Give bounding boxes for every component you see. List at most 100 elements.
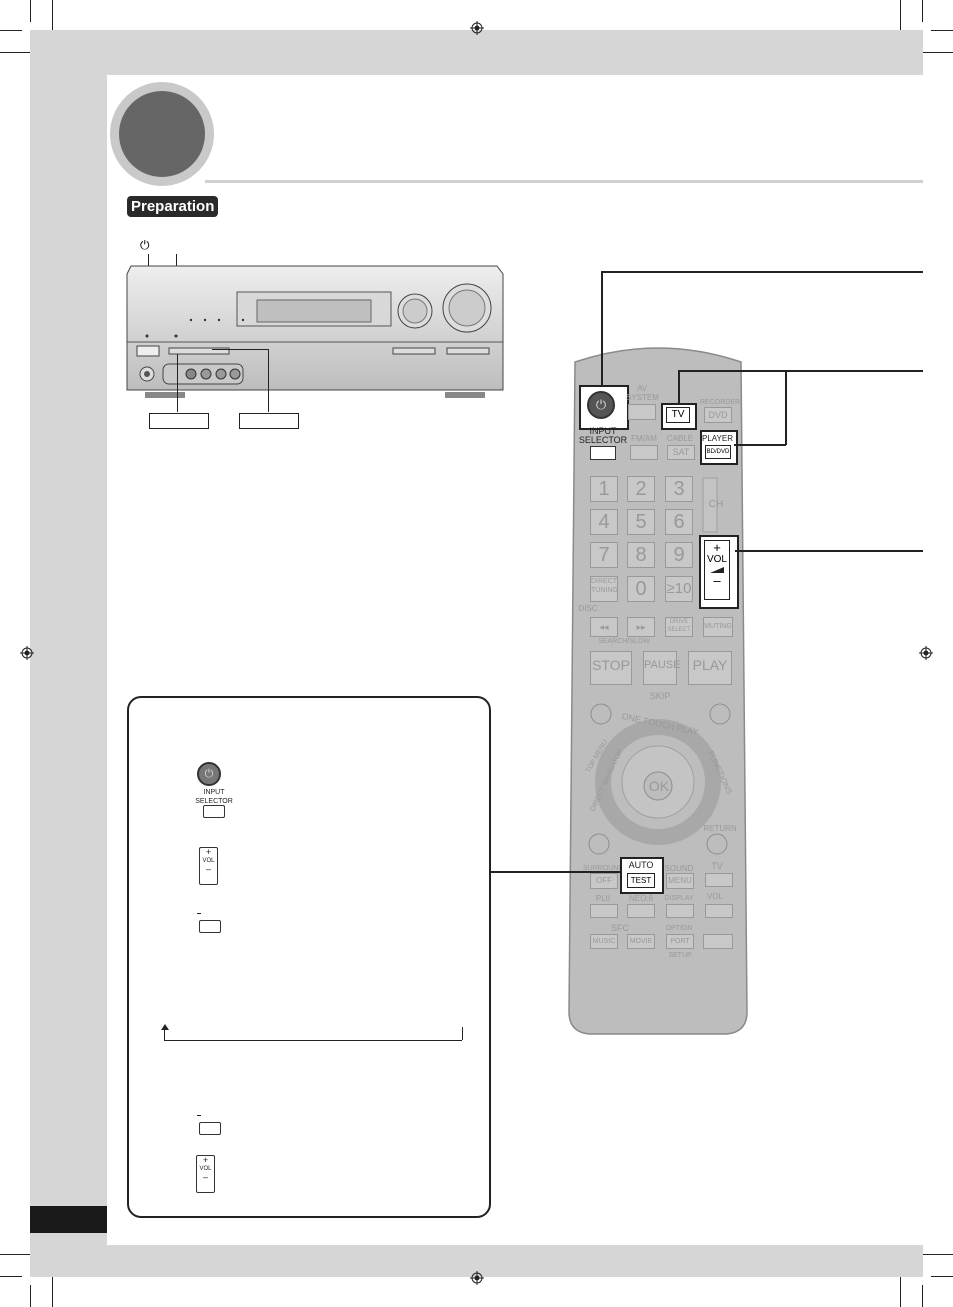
vol-button[interactable]: + VOL –	[704, 540, 730, 600]
off-button[interactable]: OFF	[590, 873, 618, 889]
callout-box-left	[149, 413, 209, 429]
tv-button[interactable]: TV	[666, 407, 690, 423]
play-button[interactable]: PLAY	[688, 651, 732, 685]
rewind-button[interactable]: ◂◂	[590, 617, 618, 637]
number-2-button[interactable]: 2	[627, 476, 655, 502]
input-selector-button[interactable]	[590, 446, 616, 460]
procedure-input-selector-label: INPUT SELECTOR	[195, 789, 233, 805]
number-5-button[interactable]: 5	[627, 509, 655, 535]
receiver-body-icon	[126, 265, 504, 398]
plii-label: PLII	[595, 894, 611, 903]
menu-button[interactable]: MENU	[666, 873, 694, 889]
tv-vol-down-button[interactable]	[705, 904, 733, 918]
number-8-button[interactable]: 8	[627, 542, 655, 568]
plii-button[interactable]	[590, 904, 618, 918]
av-system-button[interactable]	[628, 404, 656, 420]
vol-ramp-icon	[710, 567, 724, 573]
callout-box-right	[239, 413, 299, 429]
number-10-button[interactable]: ≥10	[665, 576, 693, 602]
number-3-button[interactable]: 3	[665, 476, 693, 502]
tv-vol-label: TV	[711, 861, 723, 871]
procedure-dash-1	[197, 913, 201, 914]
search-slow-label: SEARCH/SLOW	[598, 638, 650, 645]
fast-forward-button[interactable]: ▸▸	[627, 617, 655, 637]
loop-arrow-icon	[161, 1024, 169, 1030]
procedure-vol-minus: –	[205, 864, 211, 874]
procedure-vol-icon-2: + VOL –	[196, 1155, 215, 1193]
neo6-button[interactable]	[627, 904, 655, 918]
procedure-input-selector-button	[203, 805, 225, 818]
number-4-button[interactable]: 4	[590, 509, 618, 535]
dvd-button[interactable]: DVD	[704, 407, 732, 423]
number-6-button[interactable]: 6	[665, 509, 693, 535]
procedure-vol-plus-2: +	[202, 1155, 209, 1165]
number-1-button[interactable]: 1	[590, 476, 618, 502]
preparation-label: Preparation	[127, 196, 219, 217]
procedure-power-icon: ⏻	[197, 762, 221, 786]
left-band	[30, 75, 107, 1245]
cable-label: CABLE	[666, 434, 694, 443]
direct-tuning-button[interactable]: DIRECT TUNING	[590, 576, 618, 602]
fm-am-label: FM/AM	[631, 434, 657, 443]
procedure-vol-plus: +	[205, 847, 212, 857]
number-7-button[interactable]: 7	[590, 542, 618, 568]
extra-button[interactable]	[703, 934, 733, 949]
muting-button[interactable]: MUTING	[703, 617, 733, 637]
procedure-test-button	[199, 920, 221, 933]
section-badge-inner	[119, 91, 205, 177]
ch-label: CH	[708, 499, 724, 510]
vol-minus-label: –	[713, 573, 721, 588]
procedure-vol-minus-2: –	[202, 1172, 208, 1182]
sfc-label: SFC	[611, 923, 629, 933]
procedure-vol-label: VOL	[202, 858, 215, 864]
page-tab	[30, 1206, 107, 1233]
input-selector-label: INPUT SELECTOR	[578, 426, 628, 445]
return-label: RETURN	[703, 824, 737, 833]
loop-bottom	[164, 1040, 462, 1041]
tv-vol-up-button[interactable]	[705, 873, 733, 887]
recorder-label: RECORDER	[700, 399, 741, 406]
procedure-vol-icon: + VOL –	[199, 847, 218, 885]
av-system-label: AV SYSTEM	[626, 384, 659, 402]
procedure-box	[127, 696, 491, 1218]
bd-dvd-button[interactable]: BD/DVD	[705, 445, 731, 459]
display-label: DISPLAY	[664, 895, 694, 902]
setup-label: SETUP	[668, 952, 692, 959]
sound-label: SOUND	[664, 864, 694, 873]
neo6-label: NEO:6	[628, 894, 653, 903]
remote-body-icon	[568, 347, 748, 1035]
power-button[interactable]: ⏻	[587, 391, 615, 419]
loop-right	[462, 1027, 463, 1040]
tv-vol-small-label: VOL	[706, 892, 723, 901]
procedure-dash-2	[197, 1115, 201, 1116]
registration-mark-icon	[470, 21, 484, 35]
skip-label: SKIP	[649, 691, 671, 701]
display-button[interactable]	[666, 904, 694, 918]
registration-mark-icon	[20, 646, 34, 660]
ok-button[interactable]: OK	[648, 778, 670, 794]
auto-label: AUTO	[628, 860, 654, 870]
movie-button[interactable]: MOVIE	[627, 934, 655, 949]
sat-button[interactable]: SAT	[667, 445, 695, 460]
title-rule	[205, 180, 923, 183]
number-9-button[interactable]: 9	[665, 542, 693, 568]
vol-label: VOL	[706, 554, 727, 565]
pause-button[interactable]: PAUSE	[643, 651, 680, 685]
fm-am-button[interactable]	[630, 445, 658, 460]
drive-select-button[interactable]: DRIVE SELECT	[665, 617, 693, 637]
power-icon: ⏻	[140, 238, 150, 252]
music-button[interactable]: MUSIC	[590, 934, 618, 949]
player-highlight	[700, 430, 738, 465]
procedure-vol-label-2: VOL	[199, 1166, 212, 1172]
loop-left	[164, 1027, 165, 1040]
registration-mark-icon	[470, 1271, 484, 1285]
disc-label: DISC	[578, 604, 598, 613]
port-button[interactable]: PORT	[666, 934, 694, 949]
registration-mark-icon	[919, 646, 933, 660]
player-label: PLAYER	[702, 434, 733, 443]
top-band	[30, 30, 923, 75]
vol-plus-label: +	[713, 540, 721, 555]
number-0-button[interactable]: 0	[627, 576, 655, 602]
test-button[interactable]: TEST	[627, 873, 655, 888]
stop-button[interactable]: STOP	[590, 651, 632, 685]
